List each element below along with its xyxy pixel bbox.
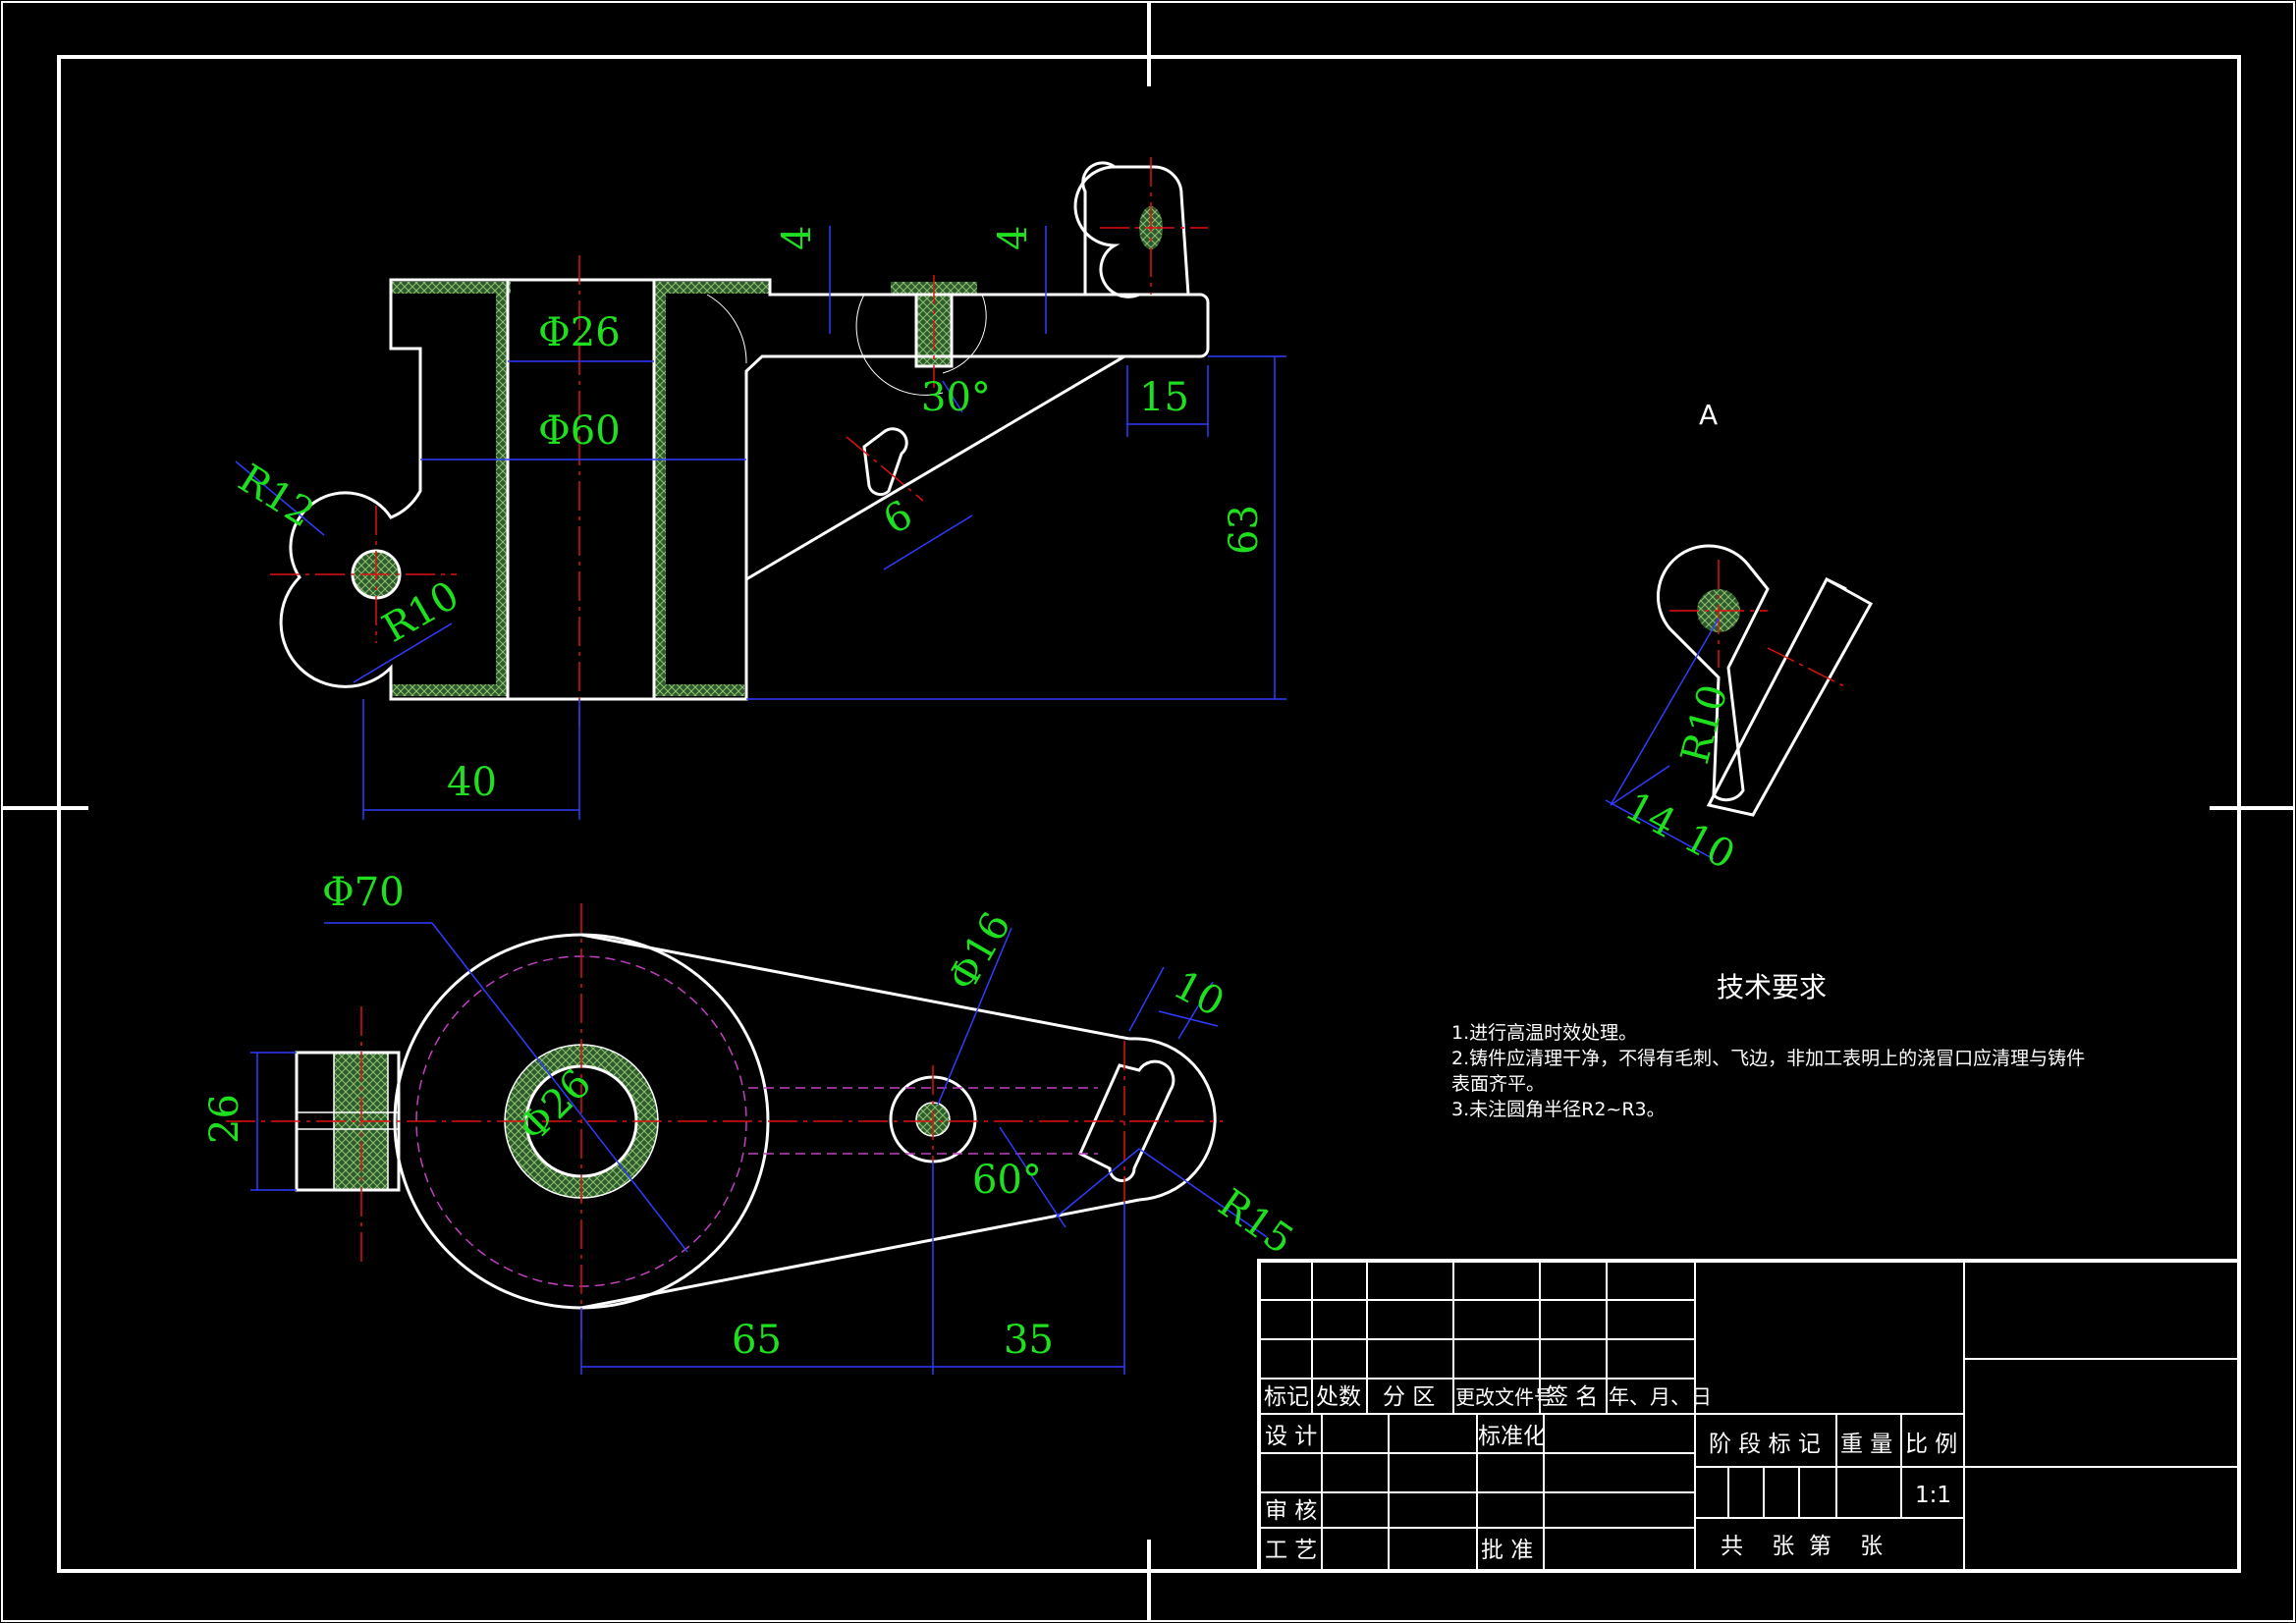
dim-60deg: 60° (972, 1158, 1042, 1203)
dim-r10-view: R10 (1672, 679, 1736, 768)
tb-standardize: 标准化 (1478, 1424, 1546, 1449)
tb-header-count: 处数 (1316, 1384, 1361, 1410)
tb-header-zone: 分 区 (1383, 1384, 1435, 1410)
top-view: Φ70 26 Φ26 Φ16 10 60° R15 65 35 (202, 870, 1301, 1375)
tech-requirements: 技术要求 1.进行高温时效处理。 2.铸件应清理干净，不得有毛刺、飞边，非加工表… (1451, 971, 2085, 1120)
tb-sheets: 共 张 第 张 (1721, 1534, 1883, 1559)
title-block: 标记 处数 分 区 更改文件号 签 名 年、月、日 设 计 标准化 阶 段 标 … (1257, 1259, 2241, 1573)
tech-line-1: 1.进行高温时效处理。 (1451, 1022, 1637, 1044)
dim-35: 35 (1004, 1318, 1054, 1363)
dim-6: 6 (876, 492, 920, 544)
dim-30deg: 30° (921, 375, 991, 420)
dim-63: 63 (1222, 505, 1267, 555)
view-a-label: A (1699, 399, 1718, 431)
dim-65: 65 (732, 1318, 782, 1363)
dim-4b: 4 (991, 226, 1036, 250)
dim-40: 40 (447, 760, 497, 805)
dim-d16: Φ16 (940, 905, 1020, 999)
dim-r15: R15 (1210, 1181, 1301, 1264)
tb-design: 设 计 (1265, 1424, 1317, 1449)
tech-line-4: 3.未注圆角半径R2~R3。 (1451, 1099, 1666, 1120)
tech-line-3: 表面齐平。 (1451, 1073, 1545, 1095)
dim-10-view: 10 (1676, 815, 1742, 879)
tb-header-sign: 签 名 (1546, 1384, 1598, 1410)
tech-title: 技术要求 (1717, 971, 1827, 1003)
tb-header-mark: 标记 (1264, 1384, 1309, 1410)
dim-15: 15 (1139, 375, 1189, 420)
view-a: A R10 14 10 (1605, 399, 1874, 879)
tb-stage: 阶 段 标 记 (1709, 1432, 1821, 1457)
dim-d70: Φ70 (322, 870, 405, 915)
front-view: Φ26 Φ60 R12 R10 40 4 4 30° 15 6 63 (231, 157, 1286, 820)
tb-approve: 批 准 (1481, 1538, 1533, 1563)
tb-scale: 1:1 (1915, 1483, 1951, 1508)
tb-process: 工 艺 (1265, 1538, 1317, 1563)
tb-header-doc: 更改文件号 (1455, 1385, 1554, 1409)
dim-4a: 4 (775, 226, 820, 250)
dim-d26-top: Φ26 (538, 310, 621, 355)
tb-header-date: 年、月、日 (1609, 1385, 1712, 1409)
tb-weight: 重 量 (1840, 1432, 1892, 1457)
tb-review: 审 核 (1265, 1498, 1317, 1524)
tech-line-2: 2.铸件应清理干净，不得有毛刺、飞边，非加工表明上的浇冒口应清理与铸件 (1451, 1048, 2085, 1069)
tb-ratio: 比 例 (1905, 1432, 1957, 1457)
dim-26-side: 26 (202, 1094, 247, 1144)
dim-d60: Φ60 (538, 408, 621, 454)
